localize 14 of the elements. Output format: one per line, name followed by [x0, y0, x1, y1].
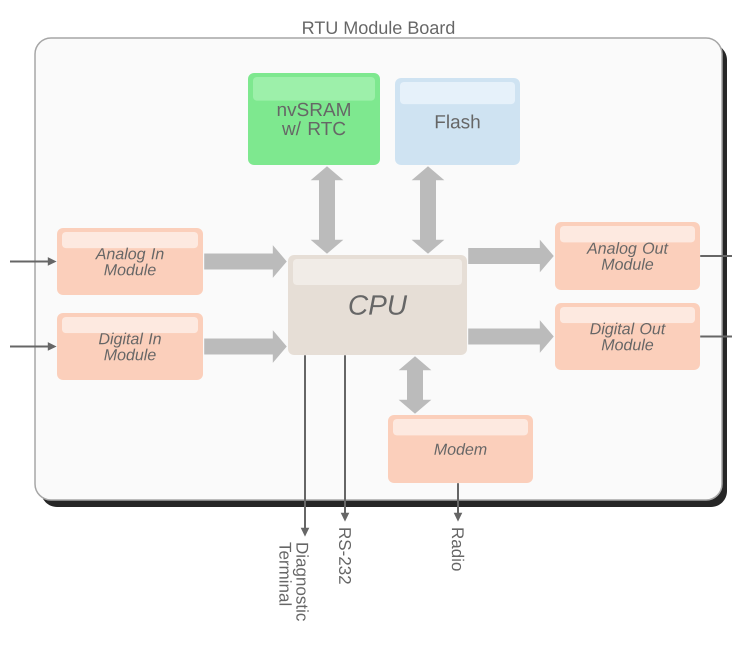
module-box: Analog Out Module: [555, 222, 700, 290]
memory-box: Flash: [395, 78, 520, 165]
memory-box: nvSRAM w/ RTC: [248, 73, 380, 165]
port-label: RS-232: [338, 528, 352, 584]
module-box: Analog In Module: [57, 228, 203, 295]
module-box: Digital In Module: [57, 313, 203, 380]
node-label: RTU Module Board: [303, 20, 454, 34]
line: [700, 336, 732, 338]
port-label: Radio: [452, 528, 464, 571]
module-box: Modem: [388, 415, 533, 483]
module-box: Digital Out Module: [555, 303, 700, 370]
port-label: Diagnostic Terminal: [279, 542, 309, 621]
cpu-box: CPU: [288, 255, 467, 355]
line: [700, 255, 732, 257]
